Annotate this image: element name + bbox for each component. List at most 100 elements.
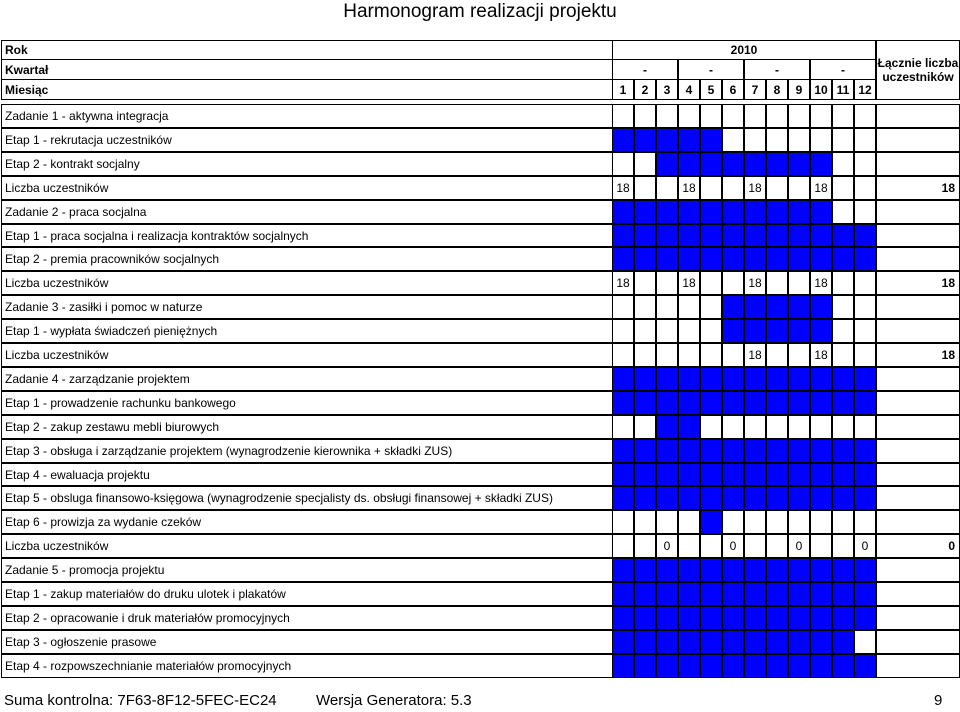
gantt-cell-active [612,582,634,606]
gantt-cell-active [678,247,700,271]
gantt-cell-active [678,606,700,630]
participants-cell [656,343,678,367]
gantt-cell-empty [612,319,634,343]
gantt-cell-active [656,439,678,463]
participants-cell [634,343,656,367]
gantt-cell-active [700,439,722,463]
gantt-cell-active [766,439,788,463]
gantt-cell-active [634,654,656,678]
stage-label: Etap 4 - ewaluacja projektu [1,463,613,486]
gantt-cell-active [634,367,656,391]
participants-cell [722,343,744,367]
gantt-cell-active [788,630,810,654]
gantt-cell-empty [854,104,876,128]
gantt-cell-empty [634,510,656,534]
gantt-cell-active [744,654,766,678]
gantt-cell-active [766,654,788,678]
page-number: 9 [934,692,943,709]
month-header-cell: 12 [854,79,876,100]
gantt-cell-active [656,486,678,510]
gantt-cell-empty [744,415,766,439]
gantt-cell-empty [810,510,832,534]
stage-label: Etap 1 - prowadzenie rachunku bankowego [1,391,613,415]
gantt-cell-active [722,319,744,343]
gantt-cell-active [810,486,832,510]
total-cell-empty [876,582,960,606]
gantt-cell-active [788,558,810,582]
gantt-cell-active [634,247,656,271]
total-cell-empty [876,510,960,534]
gantt-cell-active [722,606,744,630]
gantt-cell-active [766,630,788,654]
gantt-cell-active [634,630,656,654]
gantt-cell-active [656,128,678,152]
gantt-cell-active [788,224,810,247]
participants-cell [766,343,788,367]
gantt-cell-active [612,224,634,247]
gantt-cell-active [700,486,722,510]
total-cell-empty [876,200,960,224]
gantt-cell-empty [700,104,722,128]
gantt-cell-active [744,630,766,654]
gantt-cell-empty [854,200,876,224]
gantt-cell-active [788,295,810,319]
gantt-cell-active [832,391,854,415]
gantt-cell-active [612,463,634,486]
participants-cell [700,271,722,295]
stage-label: Etap 3 - ogłoszenie prasowe [1,630,613,654]
gantt-cell-active [722,486,744,510]
gantt-cell-active [766,152,788,176]
gantt-cell-empty [612,104,634,128]
gantt-cell-active [810,606,832,630]
gantt-cell-active [722,224,744,247]
gantt-cell-active [854,367,876,391]
gantt-cell-active [832,630,854,654]
gantt-cell-active [766,582,788,606]
month-header-cell: 3 [656,79,678,100]
participants-cell: 18 [612,176,634,200]
gantt-cell-active [678,128,700,152]
gantt-cell-active [788,152,810,176]
participants-cell [722,176,744,200]
gantt-cell-active [722,247,744,271]
gantt-cell-active [832,247,854,271]
gantt-cell-active [700,128,722,152]
gantt-cell-empty [634,415,656,439]
gantt-cell-active [766,247,788,271]
gantt-cell-active [744,247,766,271]
gantt-cell-empty [854,319,876,343]
gantt-cell-active [744,391,766,415]
gantt-cell-active [832,486,854,510]
gantt-cell-active [678,463,700,486]
gantt-cell-active [612,630,634,654]
gantt-cell-active [854,654,876,678]
quarter-cell: - [678,59,744,80]
total-cell-empty [876,295,960,319]
gantt-cell-empty [744,104,766,128]
month-header-cell: 2 [634,79,656,100]
gantt-cell-empty [854,152,876,176]
gantt-cell-empty [612,152,634,176]
month-header-cell: 6 [722,79,744,100]
gantt-cell-empty [612,415,634,439]
gantt-cell-empty [722,415,744,439]
total-header: Łącznie liczba uczestników [876,40,960,100]
month-header-cell: 11 [832,79,854,100]
gantt-cell-active [744,606,766,630]
gantt-cell-active [810,367,832,391]
participants-total: 0 [876,534,960,558]
gantt-cell-active [788,367,810,391]
participants-cell [700,534,722,558]
gantt-cell-active [788,654,810,678]
gantt-cell-active [722,295,744,319]
gantt-cell-empty [832,200,854,224]
participants-cell: 18 [810,176,832,200]
gantt-cell-active [744,439,766,463]
gantt-cell-active [612,606,634,630]
gantt-cell-active [656,415,678,439]
kwartal-label: Kwartał [1,59,613,80]
gantt-cell-active [810,200,832,224]
gantt-cell-empty [766,510,788,534]
gantt-cell-active [722,200,744,224]
gantt-cell-active [612,391,634,415]
